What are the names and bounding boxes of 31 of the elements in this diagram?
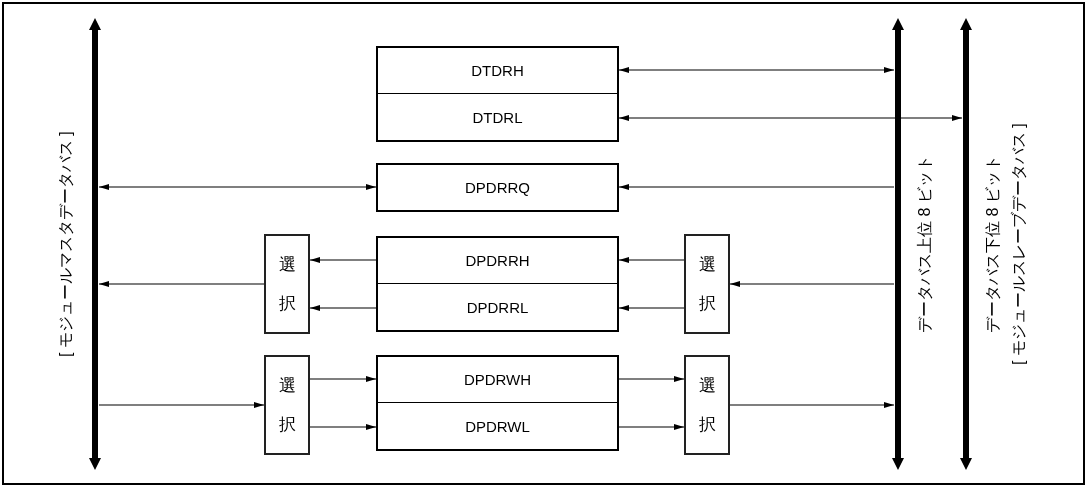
register-box: DPDRRQ xyxy=(376,163,619,212)
arrow xyxy=(618,305,685,311)
selector-box: 選択 xyxy=(264,234,310,334)
arrow xyxy=(309,257,377,263)
arrow xyxy=(729,281,895,287)
arrow xyxy=(618,257,685,263)
arrow xyxy=(618,67,895,73)
arrow xyxy=(98,281,265,287)
bus-label: データバス上位 8 ビット xyxy=(915,155,934,333)
arrow xyxy=(618,424,685,430)
register-box: DTDRL xyxy=(376,94,619,142)
register-box: DPDRWH xyxy=(376,355,619,403)
register-box: DTDRH xyxy=(376,46,619,94)
bus-label: データバス下位 8 ビット xyxy=(983,155,1002,333)
arrow xyxy=(618,184,895,190)
selector-box: 選択 xyxy=(684,234,730,334)
register-box: DPDRRH xyxy=(376,236,619,284)
arrow xyxy=(309,376,377,382)
register-box: DPDRWL xyxy=(376,403,619,451)
bus-label: [ モジュールマスタデータバス ] xyxy=(56,131,75,357)
selector-box: 選択 xyxy=(264,355,310,455)
arrow xyxy=(729,402,895,408)
arrow xyxy=(309,424,377,430)
arrow xyxy=(98,184,377,190)
selector-box: 選択 xyxy=(684,355,730,455)
arrow xyxy=(618,376,685,382)
arrow xyxy=(98,402,265,408)
bus-label: [ モジュールスレーブデータバス ] xyxy=(1009,123,1028,365)
arrow xyxy=(618,115,963,121)
arrow xyxy=(309,305,377,311)
register-box: DPDRRL xyxy=(376,284,619,332)
